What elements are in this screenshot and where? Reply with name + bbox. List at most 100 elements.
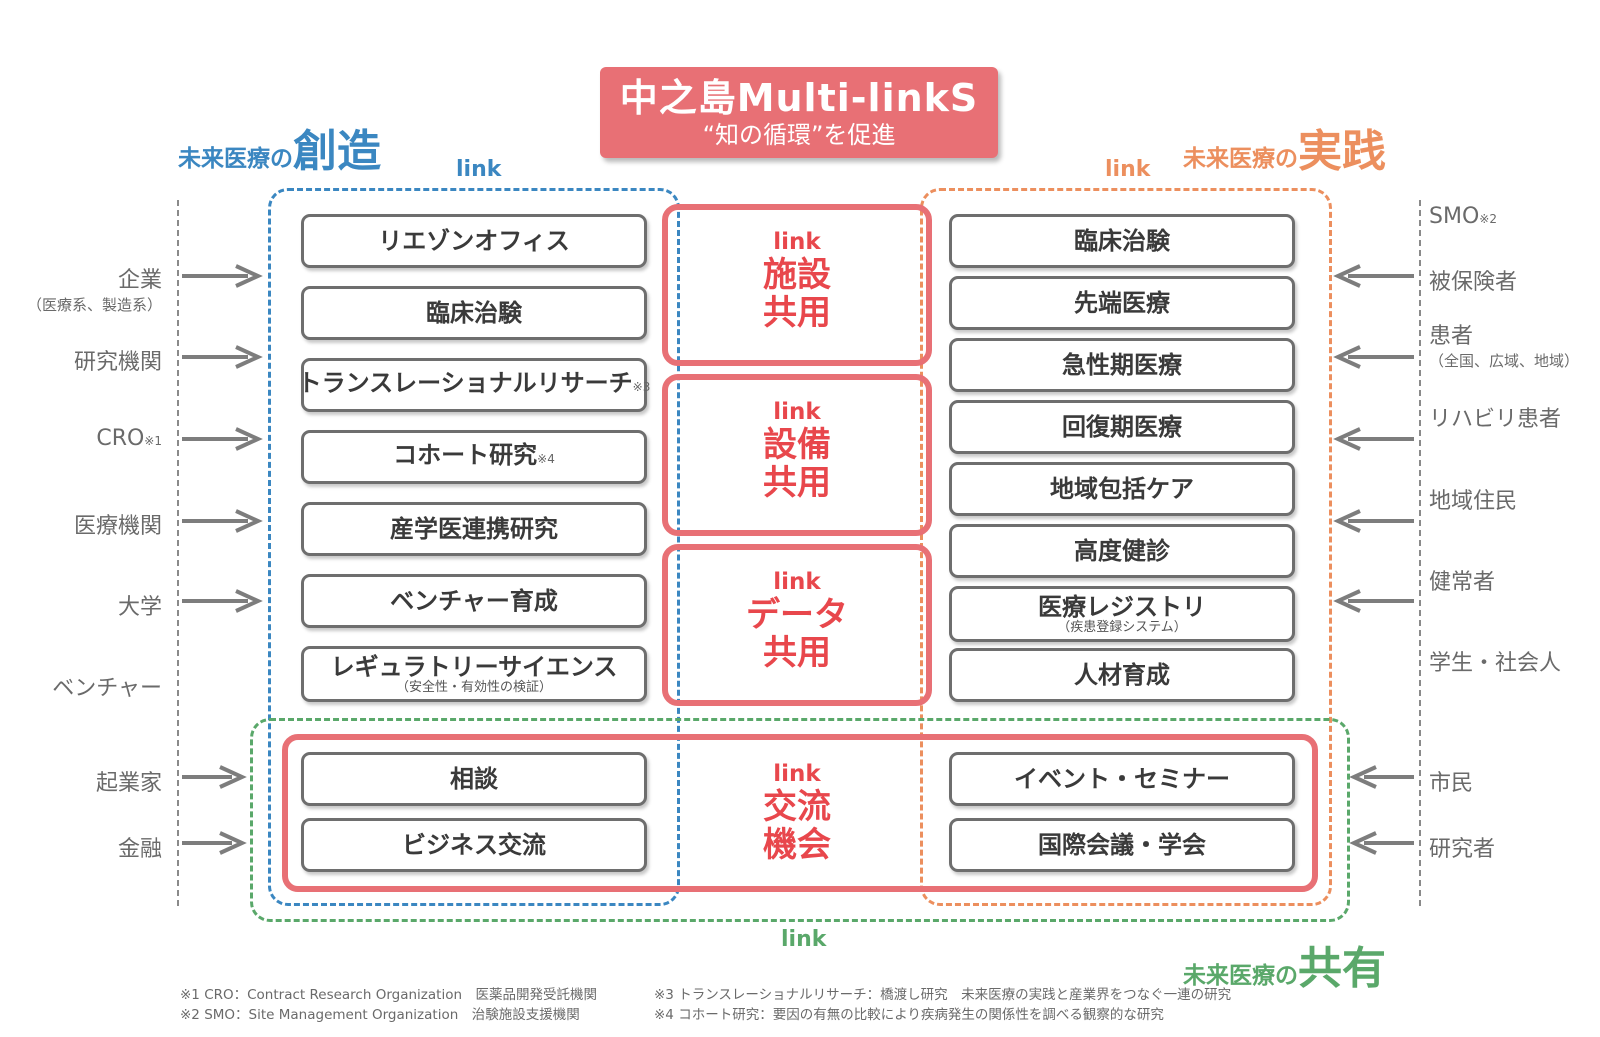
share-zone <box>250 718 1350 922</box>
practice-item: 地域包括ケア <box>949 462 1295 516</box>
heading-practice-word: 実践 <box>1298 126 1386 177</box>
exchange-item-label: 国際会議・学会 <box>1038 831 1206 859</box>
stakeholder-label: 地域住民 <box>1429 489 1518 514</box>
practice-item-label: 臨床治験 <box>1074 227 1170 255</box>
stakeholder-label: 研究機関 <box>73 350 162 375</box>
create-item-label: 産学医連携研究 <box>390 515 558 543</box>
stakeholder-student-worker: 学生・社会人 <box>1429 645 1561 677</box>
practice-item-label: 回復期医療 <box>1062 413 1182 441</box>
data-share-link: link <box>773 569 821 595</box>
arrow-right-icon <box>182 831 247 855</box>
heading-practice-prefix: 未来医療の <box>1183 146 1298 172</box>
heading-create-word: 創造 <box>293 126 381 177</box>
footnote: ※1 CRO：Contract Research Organization 医薬… <box>180 987 598 1003</box>
practice-item: 臨床治験 <box>949 214 1295 268</box>
equipment-share-line2: 共用 <box>763 463 831 503</box>
arrow-right-icon <box>182 589 263 613</box>
stakeholder-label: 起業家 <box>95 771 162 796</box>
stakeholder-label: 企業 <box>117 268 162 293</box>
arrow-left-icon <box>1333 345 1414 369</box>
link-label-practice: link <box>1105 157 1151 182</box>
create-item: トランスレーショナルリサーチ※3 <box>297 358 650 412</box>
equipment-share-label: link 設備 共用 <box>662 398 932 502</box>
stakeholder-note: ※1 <box>144 434 162 448</box>
stakeholder-label: 健常者 <box>1429 570 1496 595</box>
data-share-line1: データ <box>746 595 848 635</box>
stakeholder-sub: （医療系、製造系） <box>26 296 162 314</box>
facility-share-box <box>662 204 932 366</box>
arrow-left-icon <box>1333 589 1414 613</box>
facility-share-label: link 施設 共用 <box>662 228 932 332</box>
arrow-left-icon <box>1349 765 1414 789</box>
stakeholder-smo: SMO※2 <box>1429 204 1497 229</box>
arrow-right-icon <box>182 509 263 533</box>
arrow-left-icon <box>1349 831 1414 855</box>
exchange-item: ビジネス交流 <box>301 818 647 872</box>
equipment-share-link: link <box>773 399 821 425</box>
stakeholder-rehab-patient: リハビリ患者 <box>1429 401 1561 433</box>
create-item: 産学医連携研究 <box>301 502 647 556</box>
arrow-left-icon <box>1333 509 1414 533</box>
stakeholder-label: 金融 <box>117 837 162 862</box>
stakeholder-label: 学生・社会人 <box>1429 651 1562 676</box>
create-item: レギュラトリーサイエンス （安全性・有効性の検証） <box>301 646 647 702</box>
heading-share-prefix: 未来医療の <box>1183 963 1298 989</box>
create-item-note: ※4 <box>537 452 555 466</box>
exchange-link: link <box>773 761 821 787</box>
diagram-title: 中之島Multi-linkS <box>619 76 979 120</box>
facility-share-line1: 施設 <box>763 255 831 295</box>
stakeholder-finance: 金融 <box>12 831 162 863</box>
create-item-label: コホート研究 <box>393 441 538 469</box>
stakeholder-researcher: 研究者 <box>1429 831 1495 863</box>
stakeholder-label: 研究者 <box>1429 837 1496 862</box>
practice-item: 急性期医療 <box>949 338 1295 392</box>
exchange-label: link 交流 機会 <box>662 760 932 864</box>
exchange-item-label: 相談 <box>450 765 498 793</box>
stakeholder-patient: 患者 （全国、広域、地域） <box>1429 318 1579 371</box>
practice-item-label: 急性期医療 <box>1062 351 1182 379</box>
create-item-label: リエゾンオフィス <box>378 227 570 255</box>
title-banner: 中之島Multi-linkS “知の循環”を促進 <box>600 67 998 158</box>
equipment-share-box <box>662 374 932 536</box>
left-divider <box>177 200 179 906</box>
arrow-right-icon <box>182 264 263 288</box>
stakeholder-medical-institution: 医療機関 <box>12 508 162 540</box>
exchange-item-label: イベント・セミナー <box>1014 765 1230 793</box>
stakeholder-cro: CRO※1 <box>12 426 162 451</box>
practice-item-label: 人材育成 <box>1074 661 1170 689</box>
exchange-box <box>282 734 1318 892</box>
exchange-item: 国際会議・学会 <box>949 818 1295 872</box>
data-share-line2: 共用 <box>763 633 831 673</box>
create-item: ベンチャー育成 <box>301 574 647 628</box>
data-share-label: link データ 共用 <box>662 568 932 672</box>
exchange-line2: 機会 <box>763 825 831 865</box>
stakeholder-label: 市民 <box>1429 771 1474 796</box>
practice-item-label: 地域包括ケア <box>1050 475 1194 503</box>
stakeholder-citizen: 市民 <box>1429 765 1473 797</box>
stakeholder-label: 患者 <box>1429 324 1474 349</box>
stakeholder-label: 大学 <box>117 595 162 620</box>
create-item-label: トランスレーショナルリサーチ <box>297 369 633 397</box>
link-label-share: link <box>781 927 827 952</box>
create-item-sub: （安全性・有効性の検証） <box>395 679 552 695</box>
stakeholder-label: 医療機関 <box>73 514 162 539</box>
create-item: リエゾンオフィス <box>301 214 647 268</box>
footnote: ※3 トランスレーショナルリサーチ：橋渡し研究 未来医療の実践と産業界をつなぐ一… <box>654 987 1232 1003</box>
stakeholder-note: ※2 <box>1479 212 1497 226</box>
exchange-item: イベント・セミナー <box>949 752 1295 806</box>
right-divider <box>1419 200 1421 906</box>
stakeholder-label: リハビリ患者 <box>1429 407 1562 432</box>
heading-share-word: 共有 <box>1298 943 1386 994</box>
stakeholder-university: 大学 <box>12 589 162 621</box>
exchange-line1: 交流 <box>763 787 831 827</box>
heading-practice: 未来医療の実践 <box>1183 115 1386 179</box>
arrow-right-icon <box>182 427 263 451</box>
practice-item-sub: （疾患登録システム） <box>1057 619 1187 635</box>
stakeholder-local-resident: 地域住民 <box>1429 483 1517 515</box>
equipment-share-line1: 設備 <box>763 425 831 465</box>
link-label-create: link <box>456 157 502 182</box>
create-item-label: ベンチャー育成 <box>390 587 558 615</box>
practice-item: 高度健診 <box>949 524 1295 578</box>
heading-create: 未来医療の創造 <box>178 115 381 179</box>
